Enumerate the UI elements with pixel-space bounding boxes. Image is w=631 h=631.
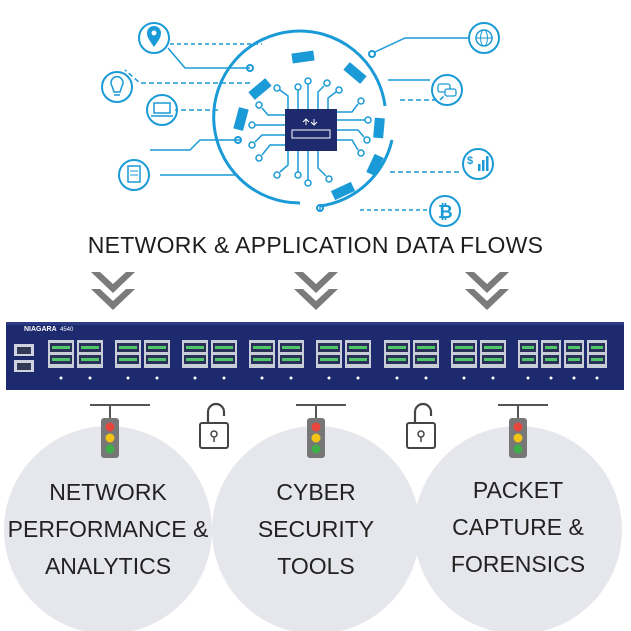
bitcoin-icon: ₿ bbox=[429, 195, 461, 227]
port-group bbox=[518, 340, 607, 380]
port-group bbox=[316, 340, 371, 380]
chat-icon bbox=[431, 74, 463, 106]
diagram-headline: NETWORK & APPLICATION DATA FLOWS bbox=[87, 232, 544, 258]
traffic-light-3 bbox=[498, 404, 548, 458]
destination-circle-1 bbox=[4, 426, 212, 631]
destination-label-line: CAPTURE & bbox=[452, 514, 584, 540]
dollar-chart-icon: $ bbox=[462, 148, 494, 180]
destination-circles bbox=[4, 426, 622, 631]
svg-text:$: $ bbox=[467, 155, 473, 167]
map-pin-icon bbox=[138, 22, 170, 54]
destination-label-3: PACKET CAPTURE & FORENSICS bbox=[414, 472, 622, 583]
destination-label-line: CYBER bbox=[276, 479, 356, 505]
chevron-down-icon bbox=[294, 272, 338, 310]
unlock-icon bbox=[199, 402, 229, 449]
lightbulb-icon bbox=[101, 71, 133, 103]
port-group bbox=[384, 340, 439, 380]
down-arrows bbox=[91, 272, 509, 310]
destination-label-2: CYBER SECURITY TOOLS bbox=[212, 474, 420, 585]
destination-label-line: NETWORK bbox=[49, 479, 167, 505]
port-group bbox=[115, 340, 170, 380]
document-icon bbox=[118, 159, 150, 191]
port-group bbox=[451, 340, 506, 380]
unlock-icon bbox=[406, 402, 436, 449]
traffic-light-1 bbox=[90, 404, 150, 458]
destination-circle-3 bbox=[414, 426, 622, 631]
traffic-light-2 bbox=[296, 404, 346, 458]
chevron-down-icon bbox=[91, 272, 135, 310]
appliance-brand: NIAGARA bbox=[24, 326, 57, 333]
port-group bbox=[48, 340, 103, 380]
chevron-down-icon bbox=[465, 272, 509, 310]
destination-label-1: NETWORK PERFORMANCE & ANALYTICS bbox=[0, 474, 216, 585]
destination-label-line: TOOLS bbox=[277, 553, 355, 579]
destination-label-line: PACKET bbox=[472, 477, 564, 503]
destination-label-line: ANALYTICS bbox=[44, 553, 172, 579]
appliance-model: 4540 bbox=[60, 327, 74, 333]
destination-label-line: SECURITY bbox=[257, 516, 375, 542]
laptop-icon bbox=[146, 94, 178, 126]
svg-text:₿: ₿ bbox=[438, 202, 453, 222]
port-group bbox=[249, 340, 304, 380]
globe-icon bbox=[468, 22, 500, 54]
destination-label-line: FORENSICS bbox=[450, 551, 586, 577]
destination-label-line: PERFORMANCE & bbox=[7, 516, 209, 542]
data-flow-graphic bbox=[124, 29, 470, 212]
destination-circle-2 bbox=[212, 426, 420, 631]
port-group bbox=[182, 340, 237, 380]
network-appliance: NIAGARA 4540 bbox=[6, 322, 624, 390]
